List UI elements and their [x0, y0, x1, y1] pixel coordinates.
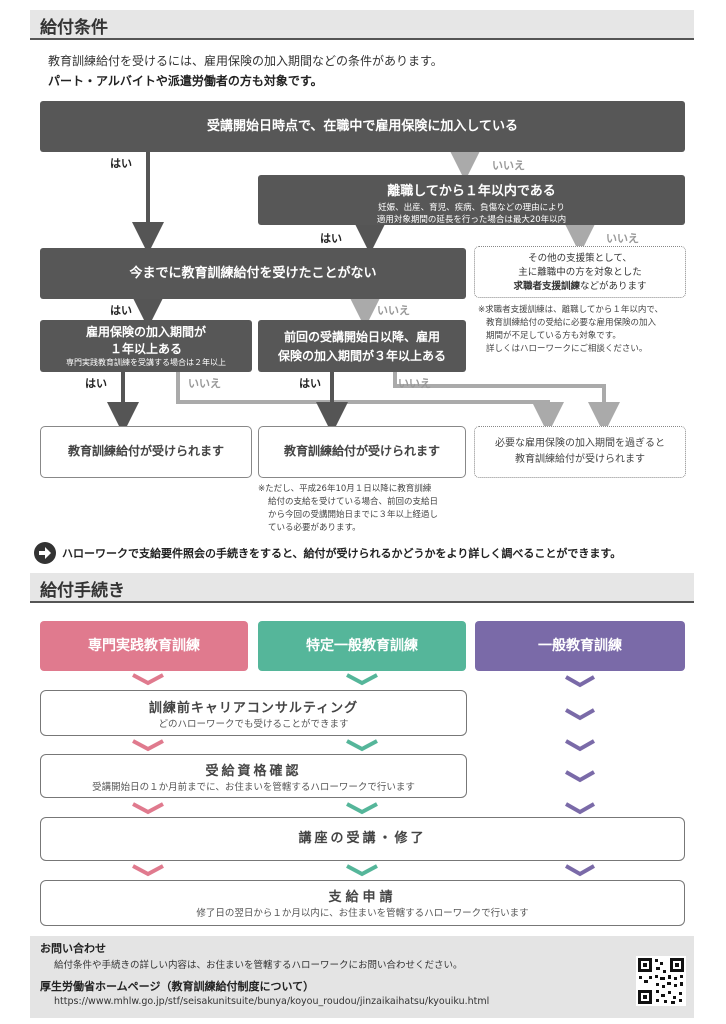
step-title: 支給申請 [328, 890, 397, 905]
step-eligibility-check: 受給資格確認 受講開始日の１か月前までに、お住まいを管轄するハローワークで行いま… [40, 754, 467, 798]
result-line: 教育訓練給付が受けられます [515, 454, 645, 465]
yes-label: はい [299, 377, 321, 390]
condition-insured-1year: 雇用保険の加入期間が １年以上ある 専門実践教育訓練を受講する場合は２年以上 [40, 320, 252, 372]
no-label: いいえ [492, 159, 525, 172]
column-specific-general: 特定一般教育訓練 [258, 621, 466, 671]
hello-work-note: ハローワークで支給要件照会の手続きをすると、給付が受けられるかどうかをより詳しく… [62, 547, 622, 560]
yes-label: はい [85, 377, 107, 390]
condition-line: 前回の受講開始日以降、雇用 [283, 330, 440, 344]
step-subtitle: どのハローワークでも受けることができます [158, 719, 349, 730]
no-label: いいえ [606, 232, 639, 245]
condition-left-within-year: 離職してから１年以内である 妊娠、出産、育児、疾病、負傷などの理由により 適用対… [258, 175, 685, 225]
footnote: ※ただし、平成26年10月１日以降に教育訓練 給付の支給を受けている場合、前回の… [258, 483, 474, 535]
condition-line: 保険の加入期間が３年以上ある [277, 349, 446, 363]
footnote-line: ※ただし、平成26年10月１日以降に教育訓練 [258, 484, 432, 494]
column-professional: 専門実践教育訓練 [40, 621, 248, 671]
section-header-eligibility: 給付条件 [30, 10, 694, 40]
support-text: などがあります [580, 281, 647, 292]
step-chevrons [132, 673, 595, 877]
no-label: いいえ [377, 304, 410, 317]
step-payment-application: 支給申請 修了日の翌日から１か月以内に、お住まいを管轄するハローワークで行います [40, 880, 685, 926]
no-label: いいえ [188, 377, 221, 390]
yes-label: はい [110, 304, 132, 317]
result-line: 必要な雇用保険の加入期間を過ぎると [495, 438, 665, 449]
condition-title: 離職してから１年以内である [387, 184, 556, 199]
footer-contact: お問い合わせ 給付条件や手続きの詳しい内容は、お住まいを管轄するハローワークにお… [30, 936, 694, 1018]
note-line: 詳しくはハローワークにご相談ください。 [486, 344, 648, 354]
job-seeker-support-box: その他の支援策として、 主に離職中の方を対象とした 求職者支援訓練などがあります [474, 246, 686, 298]
support-bold: 求職者支援訓練 [513, 281, 580, 292]
note-line: ※求職者支援訓練は、離職してから１年以内で、 [478, 305, 664, 315]
support-note: ※求職者支援訓練は、離職してから１年以内で、 教育訓練給付の受給に必要な雇用保険… [478, 304, 690, 356]
condition-line: 雇用保険の加入期間が [85, 325, 206, 339]
condition-line: １年以上ある [109, 342, 182, 356]
intro-emphasis: パート・アルバイトや派遣労働者の方も対象です。 [48, 74, 323, 88]
footnote-line: から今回の受講開始日までに３年以上経過し [268, 510, 439, 520]
result-eligible: 教育訓練給付が受けられます [258, 426, 466, 478]
yes-label: はい [320, 232, 342, 245]
mhlw-title: 厚生労働省ホームページ（教育訓練給付制度について） [40, 980, 315, 993]
step-course-completion: 講座の受講・修了 [40, 817, 685, 861]
contact-text: 給付条件や手続きの詳しい内容は、お住まいを管轄するハローワークにお問い合わせくだ… [54, 960, 463, 971]
yes-label: はい [110, 157, 132, 170]
contact-title: お問い合わせ [40, 942, 106, 955]
condition-note: 妊娠、出産、育児、疾病、負傷などの理由により [378, 203, 565, 213]
footnote-line: ている必要があります。 [268, 523, 361, 533]
step-title: 受給資格確認 [205, 764, 302, 779]
support-text: 主に離職中の方を対象とした [518, 267, 642, 278]
footnote-line: 給付の支給を受けている場合、前回の支給日 [268, 497, 439, 507]
support-text: その他の支援策として、 [528, 253, 632, 264]
condition-insured-3years: 前回の受講開始日以降、雇用 保険の加入期間が３年以上ある [258, 320, 466, 372]
intro-text: 教育訓練給付を受けるには、雇用保険の加入期間などの条件があります。 [48, 54, 443, 68]
result-eligible: 教育訓練給付が受けられます [40, 426, 252, 478]
qr-code-icon[interactable] [636, 956, 686, 1006]
condition-insured: 受講開始日時点で、在職中で雇用保険に加入している [40, 101, 685, 152]
step-career-consulting: 訓練前キャリアコンサルティング どのハローワークでも受けることができます [40, 690, 467, 736]
column-general: 一般教育訓練 [475, 621, 685, 671]
step-subtitle: 修了日の翌日から１か月以内に、お住まいを管轄するハローワークで行います [196, 908, 529, 919]
section-title: 給付手続き [40, 581, 125, 601]
step-title: 講座の受講・修了 [298, 831, 427, 846]
condition-never-received: 今までに教育訓練給付を受けたことがない [40, 248, 466, 299]
arrow-circle-icon [34, 542, 56, 564]
note-line: 期間が不足している方も対象です。 [486, 331, 621, 341]
flow-arrows [107, 149, 620, 434]
condition-note: 適用対象期間の延長を行った場合は最大20年以内 [376, 215, 567, 225]
section-header-procedure: 給付手続き [30, 573, 694, 603]
step-title: 訓練前キャリアコンサルティング [148, 701, 359, 716]
condition-note: 専門実践教育訓練を受講する場合は２年以上 [66, 358, 226, 367]
no-label: いいえ [398, 377, 431, 390]
result-eligible-later: 必要な雇用保険の加入期間を過ぎると 教育訓練給付が受けられます [474, 426, 686, 478]
section-title: 給付条件 [40, 18, 108, 38]
mhlw-url[interactable]: https://www.mhlw.go.jp/stf/seisakunitsui… [54, 996, 490, 1007]
note-line: 教育訓練給付の受給に必要な雇用保険の加入 [486, 318, 657, 328]
step-subtitle: 受講開始日の１か月前までに、お住まいを管轄するハローワークで行います [92, 782, 415, 793]
